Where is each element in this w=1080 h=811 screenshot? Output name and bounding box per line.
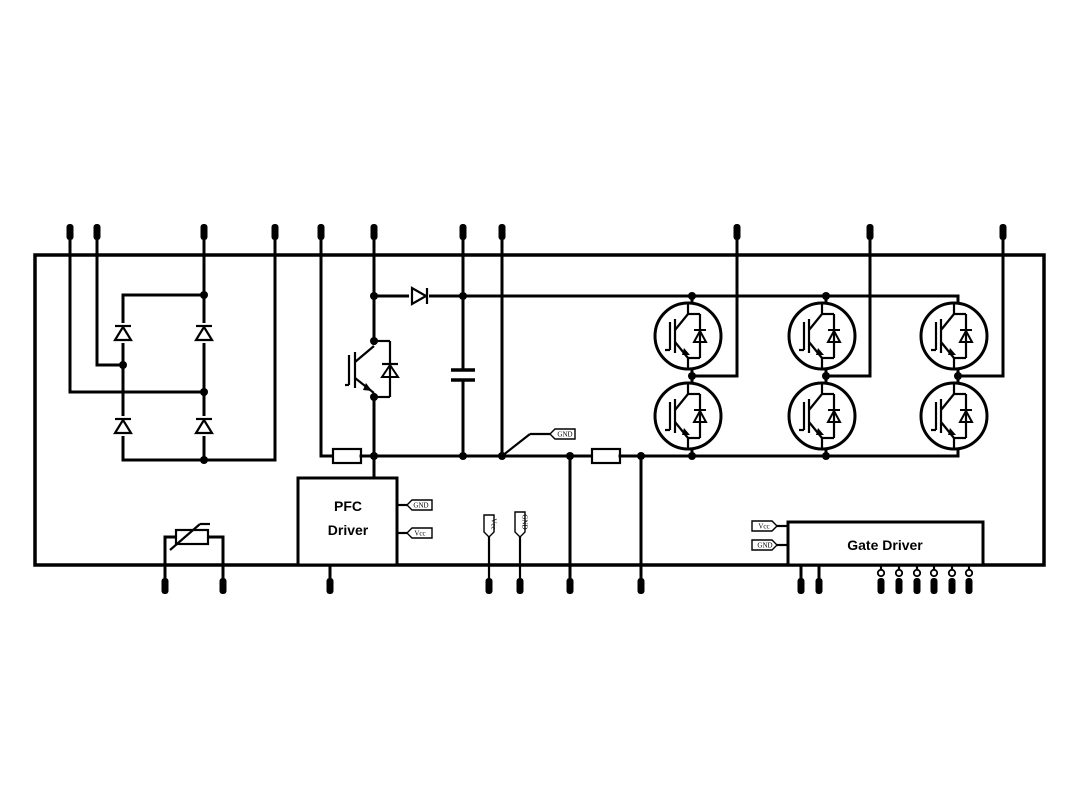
pin [516, 578, 524, 594]
pin [815, 578, 823, 594]
rectifier-diode-icon [194, 416, 214, 436]
pfc-switch-icon [345, 339, 405, 399]
pin [370, 224, 378, 240]
vcc-tag [406, 527, 433, 539]
top-pins [66, 224, 1007, 240]
shunt-resistor-icon [331, 447, 363, 465]
boost-diode-icon [409, 286, 429, 306]
rectifier-diode-icon [113, 416, 133, 436]
supply-pins: Vcc GND [483, 511, 529, 578]
thermistor [163, 522, 225, 580]
pin [498, 224, 506, 240]
pin [876, 565, 886, 594]
pfc-driver-label-line2: Driver [328, 522, 369, 538]
gnd-tag-label: GND [521, 514, 529, 529]
igbt-icon [919, 381, 989, 451]
gnd-tag-label: GND [557, 431, 572, 439]
rectifier-diode-icon [113, 323, 133, 343]
pin [271, 224, 279, 240]
gnd-tag [406, 499, 433, 511]
current-sense-resistor-icon [590, 447, 622, 465]
pin [999, 224, 1007, 240]
pin [66, 224, 74, 240]
pin [947, 565, 957, 594]
pfc-stage [319, 230, 475, 480]
pin [894, 565, 904, 594]
pin [200, 224, 208, 240]
pin [797, 578, 805, 594]
gnd-tag [514, 511, 526, 538]
rectifier-diode-icon [194, 323, 214, 343]
vcc-tag [483, 514, 495, 538]
pin [964, 565, 974, 594]
pin [733, 224, 741, 240]
gate-driver-label: Gate Driver [847, 537, 923, 553]
igbt-icon [653, 301, 723, 371]
pin [912, 565, 922, 594]
gate-input-pins [876, 565, 974, 594]
pin [317, 224, 325, 240]
pin [929, 565, 939, 594]
igbt-icon [919, 301, 989, 371]
gnd-tag-label: GND [757, 542, 772, 550]
dc-bus: GND [372, 230, 960, 580]
thermistor-icon [169, 522, 210, 551]
module-outline [33, 253, 1046, 567]
bridge-rectifier [68, 230, 277, 464]
pin [459, 224, 467, 240]
inverter-bridge [653, 230, 1005, 460]
pin [326, 578, 334, 594]
vcc-tag-label: Vcc [490, 518, 498, 529]
pin [637, 578, 645, 594]
vcc-tag-label: Vcc [414, 530, 425, 538]
pfc-driver-block: PFC Driver GND Vcc [296, 476, 433, 580]
gate-driver-block: Gate Driver Vcc GND [751, 520, 985, 580]
bottom-pins [161, 565, 974, 594]
capacitor-icon [451, 368, 475, 382]
gnd-tag [549, 428, 576, 440]
pfc-driver-label-line1: PFC [334, 498, 362, 514]
gnd-tag-label: GND [413, 502, 428, 510]
pin [566, 578, 574, 594]
vcc-tag [751, 520, 778, 532]
gnd-tag [751, 539, 778, 551]
pin [219, 578, 227, 594]
igbt-icon [653, 381, 723, 451]
igbt-icon [787, 301, 857, 371]
pin [866, 224, 874, 240]
igbt-icon [787, 381, 857, 451]
pin [93, 224, 101, 240]
pin [485, 578, 493, 594]
vcc-tag-label: Vcc [758, 523, 769, 531]
pin [161, 578, 169, 594]
